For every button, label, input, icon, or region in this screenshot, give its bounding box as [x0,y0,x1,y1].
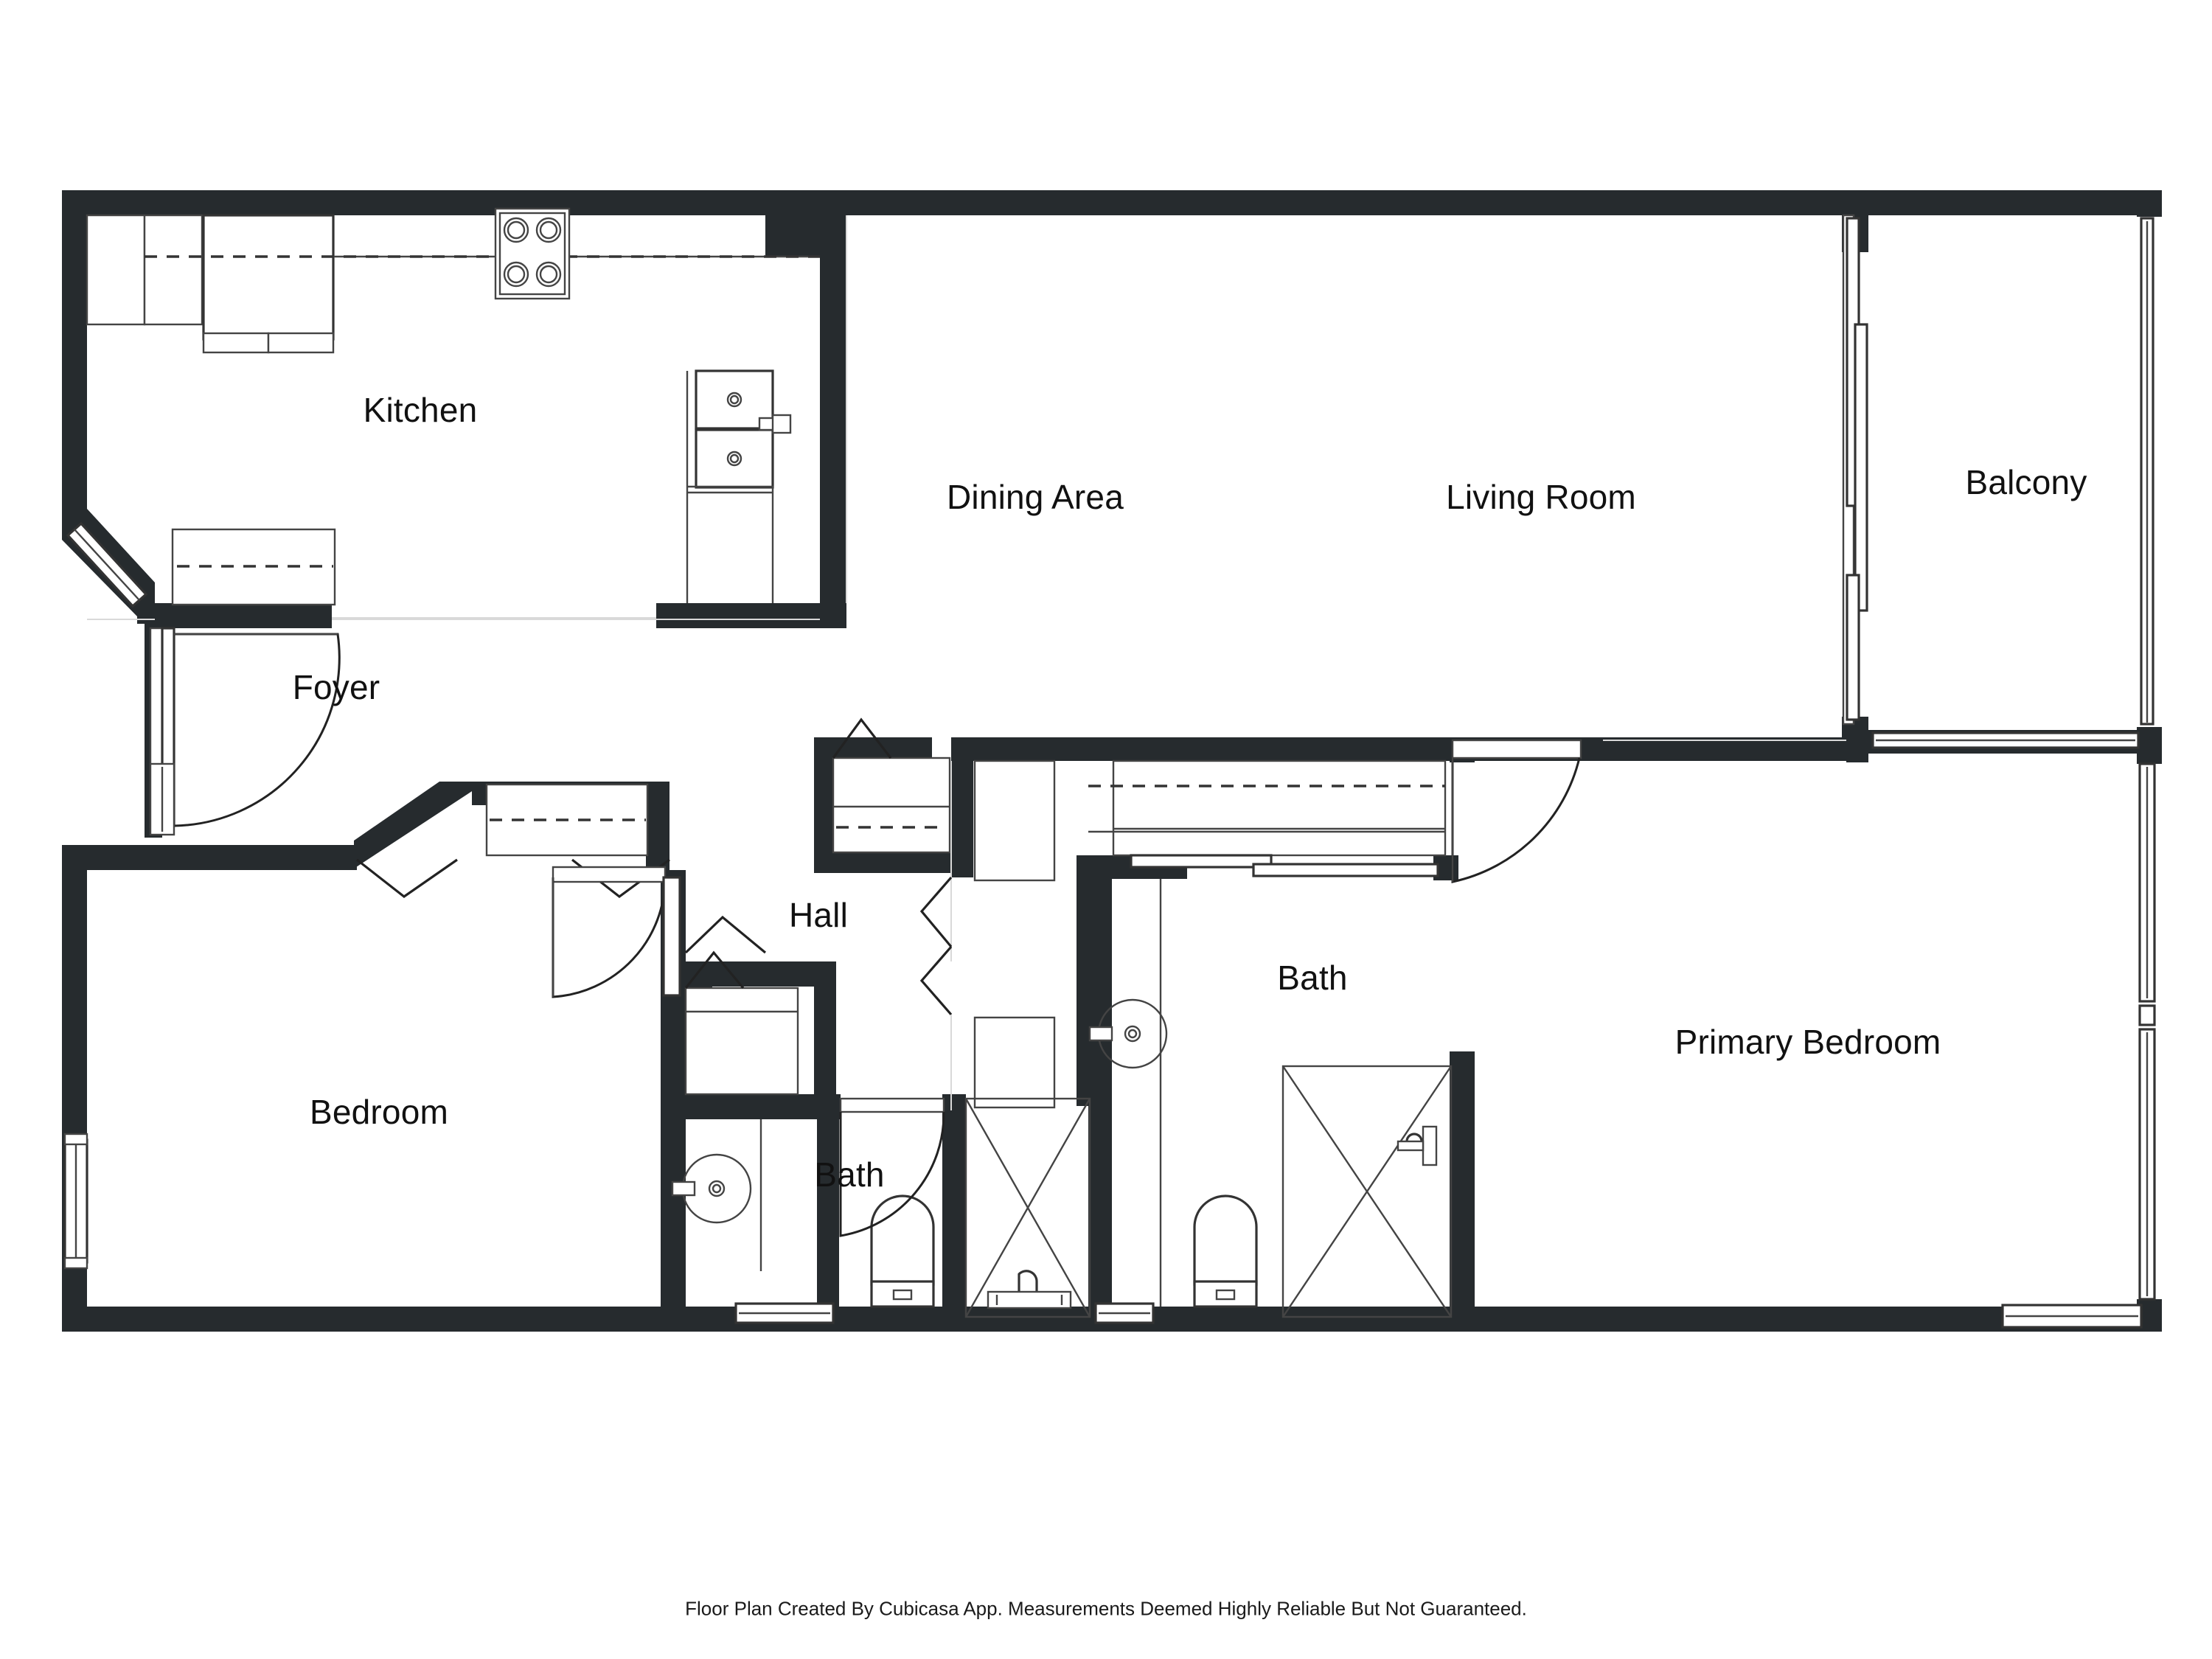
room-label-hall: Hall [788,896,849,934]
primary-bath-fixtures [1088,879,1453,1324]
sliding-glass-door-balcony [1842,214,1868,726]
window-balcony-south [1871,731,2140,749]
hall-closet-bifold [832,717,951,854]
window-primary-east [2138,762,2156,1301]
room-label-bath-hall: Bath [814,1155,885,1194]
kitchen-fixtures [86,207,820,620]
hall-corridor-bifold-doors [919,759,1056,1110]
room-label-balcony: Balcony [1965,463,2087,501]
room-label-dining-area: Dining Area [946,478,1124,516]
hall-bath-fixtures [671,950,1091,1324]
window-primary-south [2001,1304,2143,1329]
entry-door-foyer [149,627,341,836]
floor-transition-lines [332,215,1846,855]
room-label-bath-primary: Bath [1277,959,1348,997]
primary-bedroom-entry-door [1451,739,1582,883]
room-label-bedroom: Bedroom [309,1093,449,1131]
window-kitchen-angled [66,521,148,608]
primary-closet-bifold [1088,759,1447,877]
room-label-foyer: Foyer [292,668,380,706]
room-label-primary-bedroom: Primary Bedroom [1674,1023,1941,1061]
window-balcony-east [2140,217,2154,726]
footer-disclaimer: Floor Plan Created By Cubicasa App. Meas… [685,1597,1527,1620]
room-label-kitchen: Kitchen [363,391,478,429]
bedroom-fixtures [63,783,767,1270]
room-label-living-room: Living Room [1446,478,1636,516]
